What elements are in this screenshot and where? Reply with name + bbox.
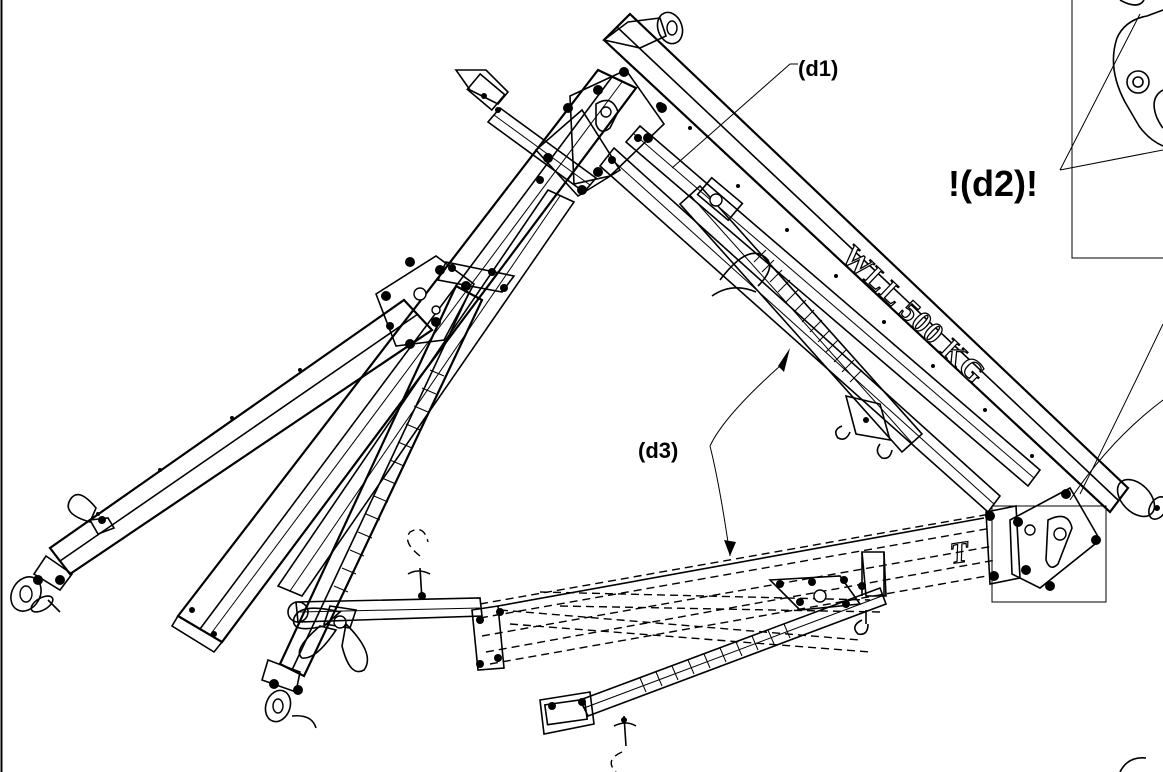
base-beam	[287, 528, 483, 623]
rear-leg	[48, 255, 476, 576]
base-lever	[292, 607, 369, 673]
base-marking-text: T	[948, 535, 972, 570]
front-leg-hatch	[333, 369, 445, 593]
callouts: (d1) !(d2)! (d3)	[638, 56, 1038, 463]
mast-handle	[454, 69, 598, 194]
base-alternate-position	[479, 513, 999, 665]
base-marking: T	[947, 534, 973, 571]
cylinder-hatch	[753, 249, 863, 383]
detail-view-d2	[1071, 0, 1163, 259]
corner-circle	[1119, 756, 1147, 772]
front-leg	[261, 261, 516, 729]
callout-d1: (d1)	[798, 56, 838, 81]
mast-rear-section	[276, 188, 576, 597]
base-end-bracket	[985, 486, 1107, 603]
leader-lines	[671, 13, 1163, 557]
front-base-leg-hatch	[639, 623, 791, 693]
leader-arrows	[724, 348, 790, 556]
front-base-leg	[539, 586, 888, 772]
lift-arm	[602, 11, 1163, 520]
callout-d3: (d3)	[638, 438, 678, 463]
mast	[170, 67, 667, 654]
hydraulic-cylinder	[678, 176, 924, 460]
rear-leg-wheel	[10, 554, 74, 613]
callout-d2: !(d2)!	[948, 163, 1038, 204]
